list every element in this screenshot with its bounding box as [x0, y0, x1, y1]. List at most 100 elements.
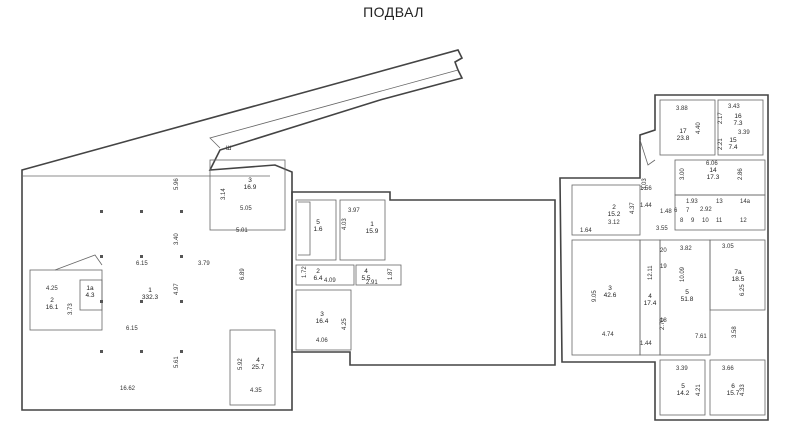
room-number: 3	[608, 285, 612, 292]
room-area: 7.3	[733, 120, 742, 127]
dimension-label: 5.05	[240, 206, 252, 212]
dimension-label: 4.03	[342, 218, 348, 230]
room-number: 5	[316, 219, 320, 226]
dimension-label: 1.44	[640, 203, 652, 209]
dimension-label: 6.15	[136, 261, 148, 267]
dimension-label: 4.97	[174, 283, 180, 295]
dimension-label: 5.92	[238, 358, 244, 370]
dimension-label: 4.09	[324, 278, 336, 284]
room-area: 16.4	[316, 318, 329, 325]
room-area: 15.7	[727, 390, 740, 397]
room-number: 1	[148, 287, 152, 294]
room-area: 17.3	[707, 174, 720, 181]
dimension-label: 3.79	[198, 261, 210, 267]
room-area: 18.5	[732, 276, 745, 283]
dimension-label: 5.61	[174, 356, 180, 368]
room-area: 17.4	[644, 300, 657, 307]
dimension-label: 10.09	[680, 266, 686, 282]
room-area: 15.9	[366, 228, 379, 235]
dimension-label: 12.11	[648, 265, 654, 280]
small-label: 6	[674, 208, 678, 214]
dimension-label: 1.93	[686, 199, 698, 205]
room-number: 4	[364, 268, 368, 275]
small-label: Ш	[226, 146, 232, 152]
small-label: 19	[660, 264, 667, 270]
room-area: 4.3	[85, 292, 94, 299]
dimension-label: 4.21	[696, 384, 702, 396]
small-label: 8	[680, 218, 684, 224]
small-label: 14a	[740, 199, 751, 205]
small-label: 10	[702, 218, 709, 224]
room-area: 5.5	[361, 275, 370, 282]
room-number: 5	[681, 383, 685, 390]
dimension-label: 3.55	[656, 226, 668, 232]
dimension-label: 2.92	[700, 207, 712, 213]
small-label: 11	[716, 218, 723, 224]
dimension-label: 3.40	[174, 233, 180, 245]
columns	[100, 210, 183, 353]
room-area: 25.7	[252, 364, 265, 371]
small-label: 9	[691, 218, 695, 224]
room-number: 14	[709, 167, 717, 174]
dimension-label: 9.05	[592, 290, 598, 302]
room-area: 42.6	[604, 292, 617, 299]
room-area: 7.4	[728, 144, 737, 151]
dimension-label: 2.91	[366, 280, 378, 286]
dimension-labels: 5.96 3.40 6.15 3.79 4.97 6.89 6.15 5.61 …	[46, 104, 750, 396]
room-number: 3	[248, 177, 252, 184]
room-number: 1	[370, 221, 374, 228]
small-label: 12	[740, 218, 747, 224]
dimension-label: 7.61	[695, 334, 707, 340]
room-number: 15	[729, 137, 737, 144]
dimension-label: 1.44	[640, 341, 652, 347]
dimension-label: 5.96	[174, 178, 180, 190]
room-area: 23.8	[677, 135, 690, 142]
room-area: 16.1	[46, 304, 59, 311]
dimension-label: 6.25	[740, 284, 746, 296]
room-number: 6	[731, 383, 735, 390]
dimension-label: 1.64	[580, 228, 592, 234]
dimension-label: 3.97	[348, 208, 360, 214]
room-area: 332.3	[142, 294, 159, 301]
dimension-label: 1.87	[388, 268, 394, 280]
dimension-label: 4.25	[342, 318, 348, 330]
room-number: 5	[685, 289, 689, 296]
room-number: 7a	[734, 269, 742, 276]
dimension-label: 4.25	[46, 286, 58, 292]
room-number: 4	[648, 293, 652, 300]
dimension-label: 4.37	[630, 202, 636, 214]
dimension-label: 3.05	[722, 244, 734, 250]
dimension-label: 2.17	[718, 112, 724, 124]
room-number: 17	[679, 128, 687, 135]
room-3-upper	[209, 159, 286, 231]
dimension-label: 6.06	[706, 161, 718, 167]
dimension-label: 3.00	[680, 168, 686, 180]
dimension-label: 3.12	[608, 220, 620, 226]
dimension-label: 3.43	[728, 104, 740, 110]
room-number: 2	[316, 268, 320, 275]
room-number: 16	[734, 113, 742, 120]
dimension-label: 4.74	[602, 332, 614, 338]
small-label: 18	[660, 318, 667, 324]
dimension-label: 6.89	[240, 268, 246, 280]
room-4-lower	[229, 329, 276, 406]
dimension-label: 3.03	[642, 178, 648, 190]
floor-title: ПОДВАЛ	[363, 4, 424, 20]
dimension-label: 1.72	[302, 266, 308, 278]
center-block-walls	[291, 191, 556, 366]
dimension-label: 4.35	[250, 388, 262, 394]
room-labels: 1 332.3 2 16.1 1a 4.3 3 16.9 4 25.7 5 1.…	[46, 113, 745, 397]
dimension-label: 4.06	[316, 338, 328, 344]
dimension-label: 3.88	[676, 106, 688, 112]
dimension-label: 3.39	[738, 130, 750, 136]
dimension-label: 3.39	[676, 366, 688, 372]
small-label: 7	[686, 208, 690, 214]
dimension-label: 4.40	[696, 122, 702, 134]
dimension-label: 2.86	[738, 168, 744, 180]
room-area: 6.4	[313, 275, 322, 282]
room-number: 3	[320, 311, 324, 318]
room-area: 15.2	[608, 211, 621, 218]
room-number: 1a	[86, 285, 94, 292]
dimension-label: 3.66	[722, 366, 734, 372]
